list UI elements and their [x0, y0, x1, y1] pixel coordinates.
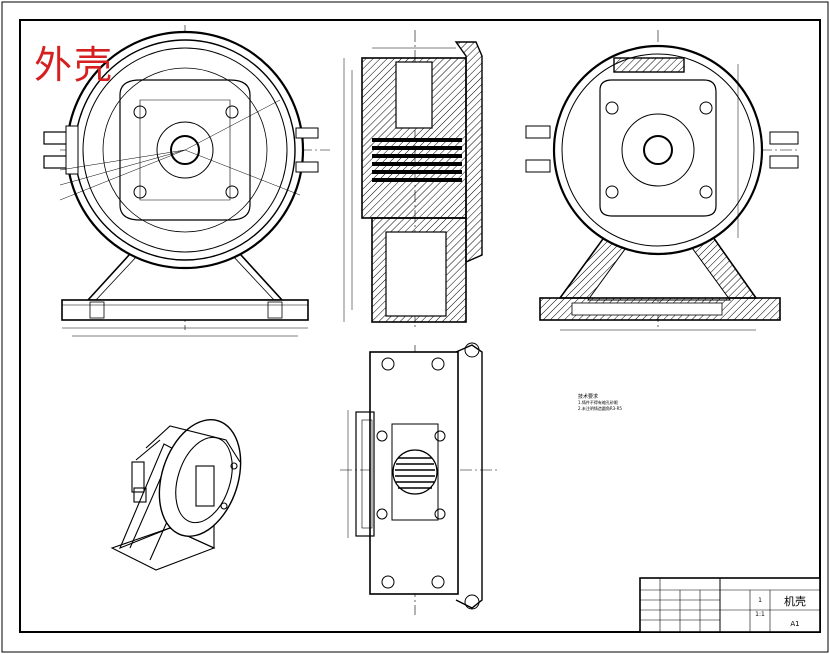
title-block-scale: 1:1 [755, 611, 765, 618]
top-view [340, 342, 500, 615]
title-block-quantity: 1 [758, 597, 762, 604]
top-view-fins [395, 457, 435, 489]
notes-heading: 技术要求 [578, 393, 598, 400]
stamp-title: 外壳 [34, 43, 115, 87]
title-block [639, 577, 821, 633]
title-block-part-name: 机壳 [784, 594, 806, 608]
section-fins [372, 138, 462, 182]
front-view [43, 25, 330, 337]
title-block-sheet-size: A1 [790, 620, 799, 628]
isometric-view [110, 419, 242, 571]
inner-border [19, 19, 821, 633]
notes-line-1: 1.铸件不得有缩孔砂眼 [578, 399, 618, 405]
notes-line-2: 2.未注明铸造圆角R3-R5 [578, 405, 622, 411]
side-view [525, 30, 800, 331]
section-view [343, 30, 483, 330]
